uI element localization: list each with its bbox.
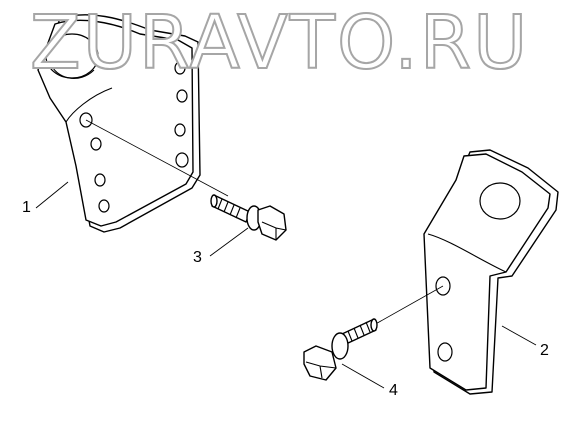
bracket-1-hole [174, 61, 186, 75]
leader-line-4 [341, 363, 385, 389]
bracket-1-hole [90, 137, 102, 151]
leader-line-2 [501, 325, 537, 346]
bracket-2-eye-hole [479, 182, 521, 220]
bolt-4-thread [347, 321, 371, 342]
bolt-part-3 [210, 194, 287, 241]
bracket-1-hole [98, 199, 110, 213]
bolt-3-thread [217, 198, 241, 219]
bracket-2-hole [437, 342, 453, 362]
callout-2: 2 [540, 342, 549, 359]
leader-line-3 [209, 227, 249, 257]
bolt-3-head [257, 205, 287, 241]
assembly-axis-bolt-3 [85, 119, 229, 197]
bracket-part-2 [423, 149, 559, 395]
bolt-3-head-facets [261, 221, 287, 240]
bracket-1-bend-line [65, 87, 113, 123]
bracket-1-eye-inner-edge [49, 61, 95, 79]
bracket-1-hole [94, 173, 106, 187]
callout-3: 3 [193, 249, 202, 266]
assembly-axis-bolt-4 [371, 285, 444, 327]
leader-line-1 [35, 181, 69, 209]
bracket-1-hole [175, 152, 189, 168]
bolt-4-head-facets [305, 361, 337, 379]
bolt-part-4 [303, 318, 378, 381]
bolt-3-tip [210, 194, 218, 208]
bracket-1-hole [174, 123, 186, 137]
bolt-4-washer [331, 332, 349, 360]
bolt-4-tip [370, 318, 378, 332]
bracket-2-front-plate [423, 153, 551, 391]
callout-4: 4 [389, 382, 398, 399]
callout-1: 1 [22, 199, 31, 216]
bolt-3-shank [211, 195, 251, 223]
bracket-part-1 [37, 14, 201, 233]
bolt-4-head [303, 345, 337, 381]
watermark-text: ZURAVTO.RU [29, 0, 530, 86]
bracket-2-bend-line [427, 233, 507, 273]
bracket-1-hole [176, 89, 188, 103]
